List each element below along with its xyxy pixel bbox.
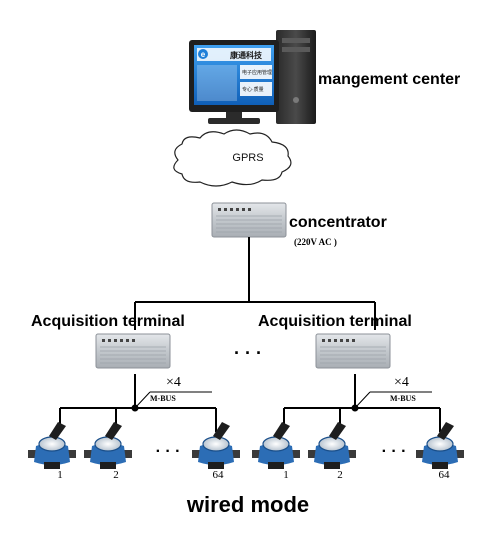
meter-group-1: ×4 M-BUS · · · 1 2 64 (27, 375, 241, 481)
computer-tower-icon (276, 30, 316, 124)
meter-number: 1 (283, 469, 289, 481)
meter-number: 1 (57, 469, 63, 481)
management-center-label: mangement center (318, 71, 460, 88)
bus-lines (283, 391, 441, 432)
water-meter-icon (251, 421, 301, 470)
screen-note-2: 专心·质量 (242, 86, 264, 93)
concentrator-device-icon (211, 202, 287, 238)
management-center: e 康通科技 电子应用管理 专心·质量 mangement center (189, 30, 460, 124)
acquisition-terminal-1: Acquisition terminal (31, 313, 185, 369)
bus-label: M-BUS (150, 394, 176, 403)
meter-number: 2 (113, 469, 119, 481)
terminal-label: Acquisition terminal (31, 313, 185, 330)
meter-number: 64 (439, 469, 451, 481)
gprs-label: GPRS (232, 152, 263, 164)
bus-junction (131, 404, 139, 412)
concentrator-power-label: (220V AC ) (294, 237, 337, 247)
meter-number: 2 (337, 469, 343, 481)
meter-number: 64 (213, 469, 225, 481)
meter-ellipsis: · · · (156, 443, 181, 460)
meter-ellipsis: · · · (382, 443, 407, 460)
water-meter-icon (307, 421, 357, 470)
screen-note-1: 电子应用管理 (242, 69, 272, 76)
caption: wired mode (186, 492, 309, 517)
concentrator-label: concentrator (289, 214, 387, 231)
cloud-icon (173, 129, 292, 187)
bus-multiplier: ×4 (166, 375, 181, 390)
water-meter-icon (27, 421, 77, 470)
acquisition-terminal-2: Acquisition terminal (258, 313, 412, 369)
concentrator: concentrator (220V AC ) (211, 202, 387, 247)
bus-junction (351, 404, 359, 412)
meter-group-2: ×4 M-BUS · · · 1 2 64 (251, 375, 465, 481)
monitor-icon: e 康通科技 电子应用管理 专心·质量 (189, 40, 279, 124)
terminal-ellipsis: · · · (234, 343, 262, 363)
screen-brand: 康通科技 (230, 50, 263, 60)
bus-label: M-BUS (390, 394, 416, 403)
bus-lines (59, 391, 217, 432)
gprs-cloud: GPRS (173, 129, 292, 187)
terminal-label: Acquisition terminal (258, 313, 412, 330)
water-meter-icon (83, 421, 133, 470)
terminal-device-icon (315, 333, 391, 369)
bus-multiplier: ×4 (394, 375, 409, 390)
connection-lines (134, 237, 376, 408)
svg-text:e: e (201, 50, 206, 59)
terminal-device-icon (95, 333, 171, 369)
